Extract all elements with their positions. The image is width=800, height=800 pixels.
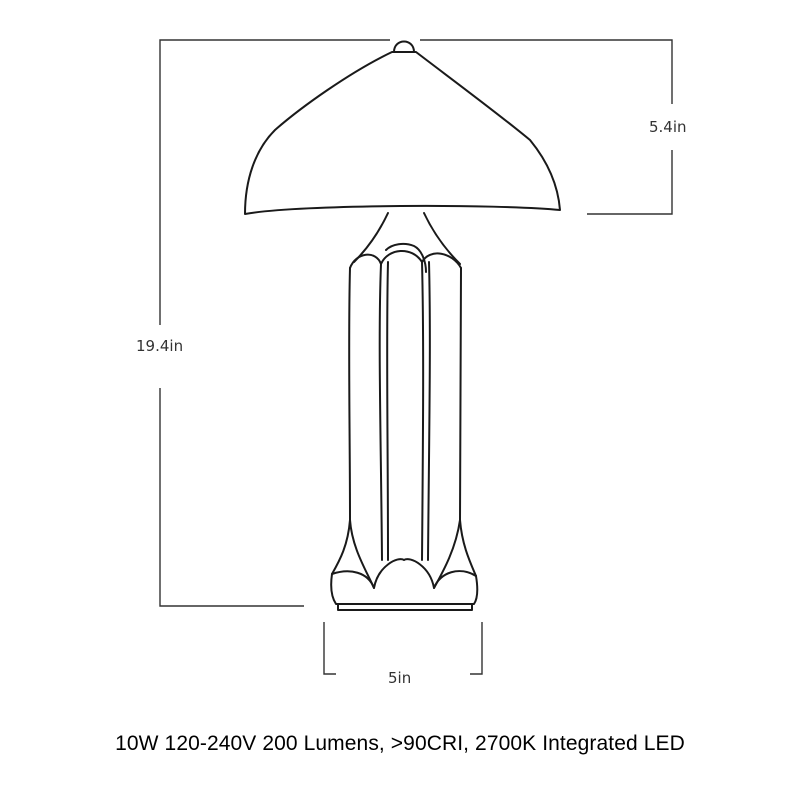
table-lamp-illustration bbox=[244, 40, 561, 611]
total-height-dimension: 19.4in bbox=[136, 39, 390, 607]
lamp-base bbox=[330, 573, 479, 605]
body-bottom-scallops bbox=[331, 558, 477, 589]
body-right-edge bbox=[459, 267, 477, 577]
lamp-neck bbox=[353, 212, 461, 265]
body-flute-2 bbox=[386, 261, 389, 561]
body-lower-petal-right bbox=[433, 519, 461, 589]
neck-inner-curve bbox=[385, 242, 427, 273]
finial bbox=[393, 40, 415, 53]
lamp-shade bbox=[244, 51, 561, 215]
body-flute-3 bbox=[421, 261, 425, 561]
body-flute-4 bbox=[427, 261, 431, 561]
body-left-edge bbox=[331, 267, 351, 575]
body-lower-petal-left bbox=[349, 519, 375, 589]
base-width-dimension: 5in bbox=[323, 622, 483, 687]
body-flute-1 bbox=[378, 263, 383, 561]
shade-height-label: 5.4in bbox=[649, 118, 687, 136]
lamp-base-foot bbox=[337, 603, 473, 611]
total-height-label: 19.4in bbox=[136, 337, 183, 355]
spec-line: 10W 120-240V 200 Lumens, >90CRI, 2700K I… bbox=[115, 732, 685, 755]
base-width-label: 5in bbox=[388, 669, 411, 687]
body-top-scallops bbox=[349, 250, 462, 269]
shade-height-dimension: 5.4in bbox=[420, 39, 687, 215]
